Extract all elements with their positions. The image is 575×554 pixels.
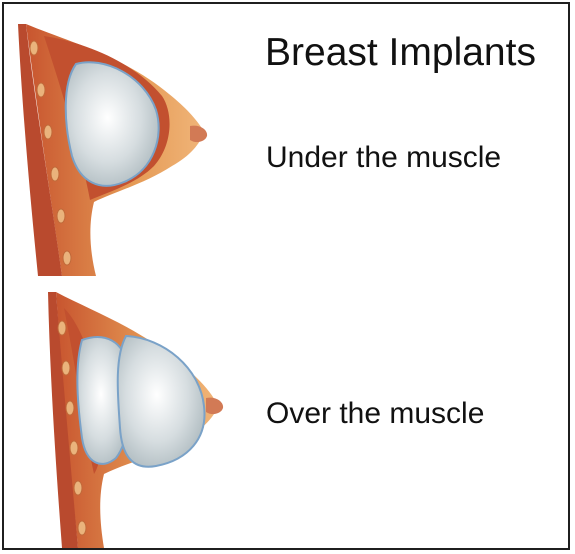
label-under-muscle: Under the muscle [266,140,501,176]
illustration-under-muscle [4,6,254,278]
label-over-muscle: Over the muscle [266,396,484,432]
implant-over-muscle [118,336,205,467]
nipple [206,398,223,414]
nipple [190,126,207,142]
under-muscle-svg [4,6,254,278]
over-muscle-svg [4,288,254,550]
figure-frame: Breast Implants [2,2,570,550]
figure-title: Breast Implants [265,30,536,76]
illustration-over-muscle [4,288,254,550]
